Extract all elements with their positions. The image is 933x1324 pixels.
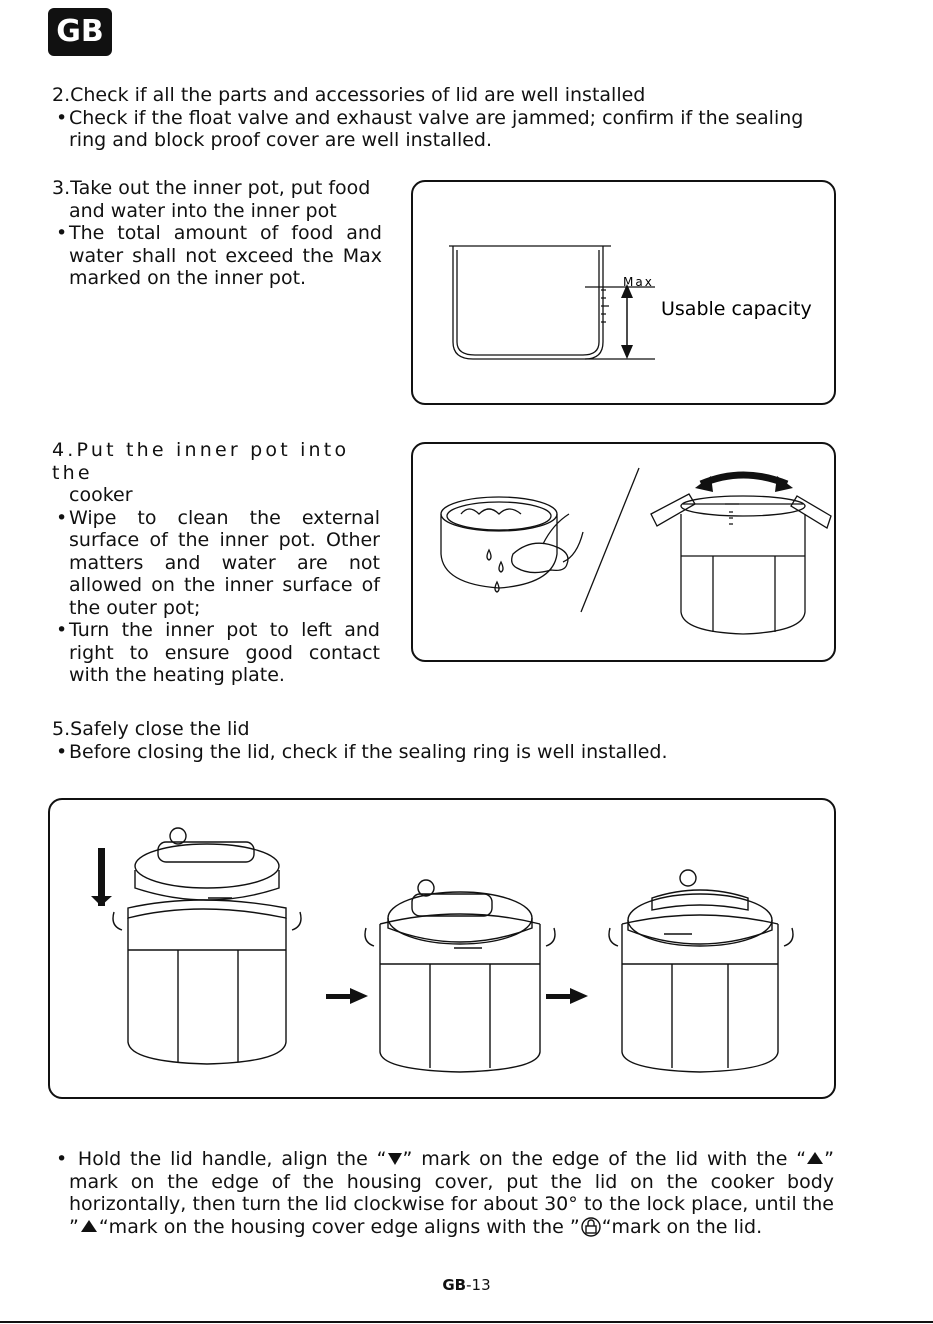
section-5: 5.Safely close the lid Before closing th…: [52, 718, 852, 763]
section-6-text-1: Hold the lid handle, align the “: [77, 1148, 387, 1170]
page-number-suffix: -13: [466, 1276, 491, 1294]
section-3-bullet: The total amount of food and water shall…: [52, 222, 382, 290]
section-4-bullet-2: Turn the inner pot to left and right to …: [52, 619, 380, 687]
lid-closing-figure: [48, 798, 836, 1099]
page-number-prefix: GB: [442, 1276, 467, 1294]
section-2-bullet: Check if the float valve and exhaust val…: [52, 107, 839, 152]
max-label: Max: [623, 275, 654, 289]
lid-closing-illustration: [91, 827, 794, 1073]
section-5-bullet: Before closing the lid, check if the sea…: [52, 741, 852, 764]
down-triangle-icon: [387, 1153, 402, 1165]
section-2-title: 2.Check if all the parts and accessories…: [52, 84, 646, 106]
section-2: 2.Check if all the parts and accessories…: [52, 84, 852, 152]
section-3: 3.Take out the inner pot, put food and w…: [52, 177, 382, 290]
up-triangle-icon: [80, 1219, 97, 1232]
inner-pot-max-figure: Max Usable capacity: [411, 180, 836, 405]
inner-pot-illustration: Max Usable capacity: [449, 245, 812, 360]
lock-icon: [581, 1216, 601, 1237]
section-3-title-line2: and water into the inner pot: [69, 199, 337, 222]
section-4-bullet-1: Wipe to clean the external surface of th…: [52, 507, 380, 620]
inner-pot-placement-figure: [411, 442, 836, 662]
section-6-text-5: “mark on the lid.: [601, 1215, 763, 1238]
bottom-rule: [0, 1321, 933, 1323]
section-6-bullet: Hold the lid handle, align the “” mark o…: [52, 1148, 834, 1238]
section-6-text-4: “mark on the housing cover edge aligns w…: [98, 1215, 580, 1238]
section-4: 4.Put the inner pot into the cooker Wipe…: [52, 439, 380, 687]
page-number: GB-13: [0, 1276, 933, 1294]
usable-capacity-label: Usable capacity: [661, 298, 812, 320]
inner-pot-placement-illustration: [440, 467, 832, 635]
section-6-text-3: ” mark on the edge of the housing cover,…: [69, 1148, 834, 1238]
section-5-title: 5.Safely close the lid: [52, 718, 250, 740]
up-triangle-icon: [807, 1152, 824, 1164]
language-badge: GB: [48, 8, 112, 56]
section-6: Hold the lid handle, align the “” mark o…: [52, 1148, 834, 1238]
section-4-title-line1: 4.Put the inner pot into the: [52, 439, 350, 484]
section-4-title-line2: cooker: [69, 484, 133, 506]
section-3-title-line1: 3.Take out the inner pot, put food: [52, 177, 371, 199]
section-6-text-2: ” mark on the edge of the lid with the “: [402, 1148, 807, 1170]
